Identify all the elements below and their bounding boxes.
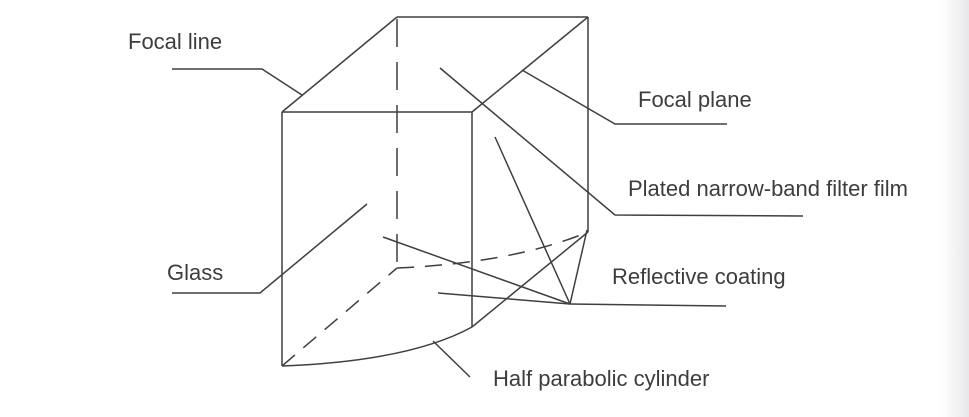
label-focal-plane: Focal plane: [638, 87, 752, 112]
leader-half-parabolic-cylinder: [432, 340, 471, 378]
leader-reflective-coating-1: [494, 136, 571, 305]
label-glass: Glass: [167, 260, 224, 285]
edge-top-right: [471, 16, 589, 113]
hidden-edge-back-parabola-curve: [396, 231, 589, 269]
edge-front-parabola-curve: [281, 326, 473, 367]
leader-filter-film: [439, 67, 804, 217]
hidden-edge-bottom-left: [281, 267, 398, 367]
label-filter-film: Plated narrow-band filter film: [628, 176, 909, 201]
leader-reflective-coating-2: [382, 236, 571, 305]
edge-bottom-right: [471, 231, 589, 328]
leader-reflective-coating-3: [437, 292, 571, 305]
leader-reflective-coating-4: [569, 229, 588, 305]
label-half-parabolic-cylinder: Half parabolic cylinder: [493, 366, 710, 391]
leader-focal-line: [172, 68, 303, 96]
label-reflective-coating: Reflective coating: [612, 264, 786, 289]
leader-focal-plane: [521, 69, 727, 125]
edge-top-left: [281, 16, 398, 113]
leader-reflective-coating-horizontal: [569, 303, 727, 307]
leader-glass: [172, 203, 368, 294]
label-focal-line: Focal line: [128, 29, 223, 54]
